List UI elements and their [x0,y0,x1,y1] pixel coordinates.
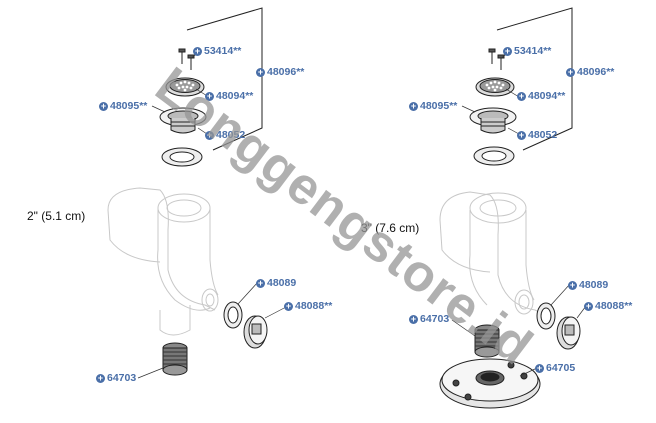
left-callout-frame[interactable]: + 48096** [256,66,304,78]
callout-part-number: 53414** [514,45,552,57]
right-callout-body[interactable]: + 48052 [517,129,557,141]
right-leader-lines [451,53,587,377]
left-side-gasket-icon [223,301,243,329]
right-callout-flange[interactable]: + 48095** [409,100,457,112]
right-cleanout-cap-icon [556,316,581,350]
left-strainer-icon [165,77,205,97]
callout-part-number: 48095** [110,100,148,112]
plus-icon: + [96,372,105,383]
callout-part-number: 48096** [267,66,305,78]
callout-part-number: 48094** [528,90,566,102]
left-size-label: 2" (5.1 cm) [27,209,86,223]
plus-icon: + [284,300,293,311]
left-cleanout-cap-icon [243,315,268,349]
callout-part-number: 48052 [528,129,558,141]
right-base-flange-icon [439,358,541,409]
right-callout-nipple[interactable]: + 64703 [409,313,449,325]
right-callout-cap[interactable]: + 48088** [584,300,632,312]
callout-part-number: 48089 [267,277,297,289]
callout-part-number: 53414** [204,45,242,57]
plus-icon: + [205,90,214,101]
right-callout-gasket[interactable]: + 48089 [568,279,608,291]
callout-part-number: 64703 [107,372,137,384]
plus-icon: + [409,100,418,111]
right-gasket-ring-icon [473,146,515,166]
plus-icon: + [193,45,202,56]
right-size-label: 3" (7.6 cm) [361,221,420,235]
callout-part-number: 48088** [595,300,633,312]
plus-icon: + [503,45,512,56]
right-screws-icon [488,48,505,70]
left-gasket-ring-icon [161,147,203,167]
callout-part-number: 48088** [295,300,333,312]
left-nipple-icon [162,342,188,376]
plus-icon: + [517,129,526,140]
left-callout-flange[interactable]: + 48095** [99,100,147,112]
callout-part-number: 64703 [420,313,450,325]
callout-part-number: 48089 [579,279,609,291]
plus-icon: + [256,66,265,77]
right-drain-body-icon [469,107,517,134]
left-assembly-drawing [107,7,289,379]
plus-icon: + [535,362,544,373]
left-callout-cap[interactable]: + 48088** [284,300,332,312]
right-callout-base[interactable]: + 64705 [535,362,575,374]
right-strainer-icon [475,77,515,97]
plus-icon: + [99,100,108,111]
right-callout-strainer[interactable]: + 48094** [517,90,565,102]
left-drain-body-icon [159,107,207,134]
left-callout-strainer[interactable]: + 48094** [205,90,253,102]
plus-icon: + [568,279,577,290]
left-callout-body[interactable]: + 48052 [205,129,245,141]
right-nipple-icon [474,324,500,358]
callout-part-number: 48096** [577,66,615,78]
left-trap-ghost-icon [107,187,219,336]
right-trap-ghost-icon [439,191,546,316]
callout-part-number: 64705 [546,362,576,374]
plus-icon: + [584,300,593,311]
plus-icon: + [566,66,575,77]
left-callout-gasket[interactable]: + 48089 [256,277,296,289]
plus-icon: + [256,277,265,288]
left-callout-screws[interactable]: + 53414** [193,45,241,57]
right-callout-screws[interactable]: + 53414** [503,45,551,57]
right-callout-frame[interactable]: + 48096** [566,66,614,78]
right-assembly-drawing [439,7,587,409]
plus-icon: + [409,313,418,324]
plus-icon: + [517,90,526,101]
plus-icon: + [205,129,214,140]
callout-part-number: 48052 [216,129,246,141]
callout-part-number: 48095** [420,100,458,112]
right-side-gasket-icon [536,302,556,330]
left-callout-nipple[interactable]: + 64703 [96,372,136,384]
callout-part-number: 48094** [216,90,254,102]
